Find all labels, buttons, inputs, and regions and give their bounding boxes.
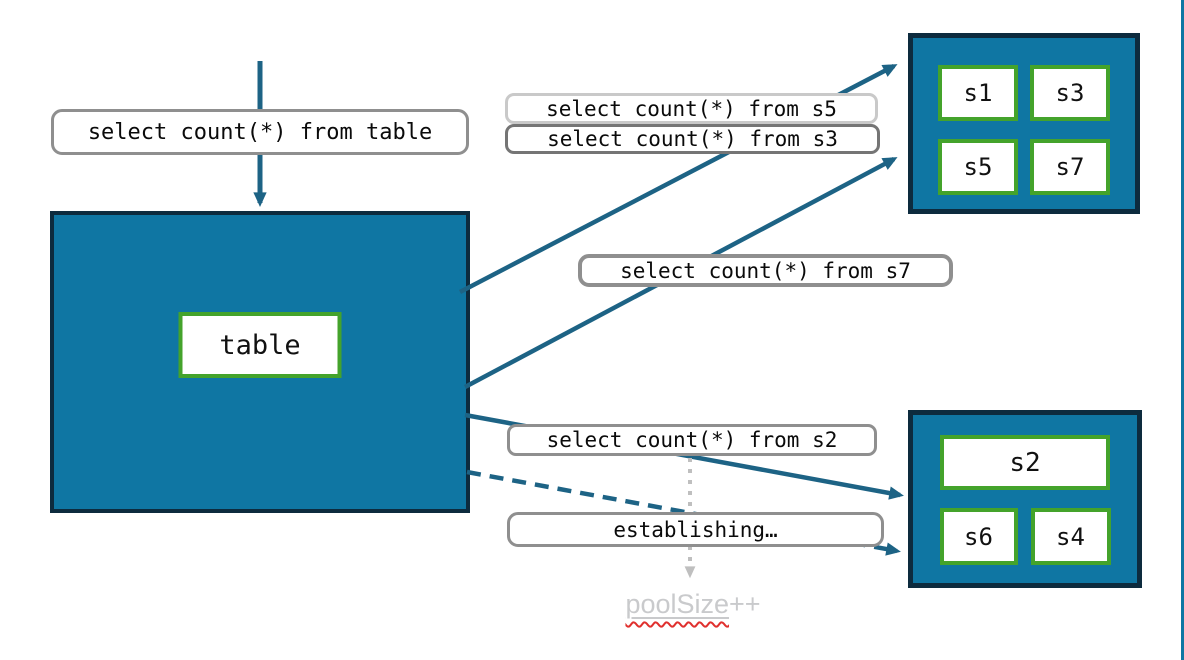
shard-row: s6 s4 (939, 508, 1111, 565)
shard-label: s2 (1009, 447, 1041, 478)
shard-label: s6 (964, 522, 993, 551)
shard-box-s3: s3 (1030, 65, 1110, 121)
status-label-establishing: establishing… (507, 512, 884, 547)
query-label-s5: select count(*) from s5 (505, 93, 878, 124)
query-label-s7: select count(*) from s7 (578, 254, 953, 287)
query-text: select count(*) from s3 (547, 127, 838, 151)
query-text: select count(*) from s7 (620, 258, 911, 283)
shard-box-s6: s6 (939, 508, 1018, 565)
slide-edge-line (1181, 0, 1184, 660)
shard-pool-bottom: s2 s6 s4 (908, 410, 1142, 588)
shard-box-s7: s7 (1030, 139, 1110, 195)
shard-box-s4: s4 (1030, 508, 1111, 565)
shard-box-s2: s2 (940, 435, 1110, 490)
table-label: table (219, 329, 301, 361)
shard-box-s5: s5 (938, 139, 1018, 195)
poolsize-suffix: ++ (729, 589, 761, 619)
table-node: table (50, 211, 470, 513)
shard-label: s3 (1055, 79, 1085, 107)
shard-box-s1: s1 (938, 65, 1018, 121)
shard-label: s5 (963, 153, 993, 181)
shard-label: s4 (1056, 522, 1085, 551)
query-text: select count(*) from table (87, 119, 433, 145)
table-label-box: table (178, 312, 342, 378)
shard-pool-top: s1 s3 s5 s7 (908, 33, 1140, 214)
shard-label: s1 (963, 79, 993, 107)
query-text: select count(*) from s5 (546, 96, 837, 121)
query-text: select count(*) from s2 (546, 428, 838, 452)
shard-label: s7 (1055, 153, 1085, 181)
status-text: establishing… (613, 517, 778, 542)
poolsize-word: poolSize (625, 589, 730, 619)
query-label-s2: select count(*) from s2 (507, 424, 877, 456)
query-label-s3: select count(*) from s3 (505, 124, 880, 154)
poolsize-note: poolSize++ (598, 589, 788, 620)
query-label-table: select count(*) from table (51, 109, 469, 155)
